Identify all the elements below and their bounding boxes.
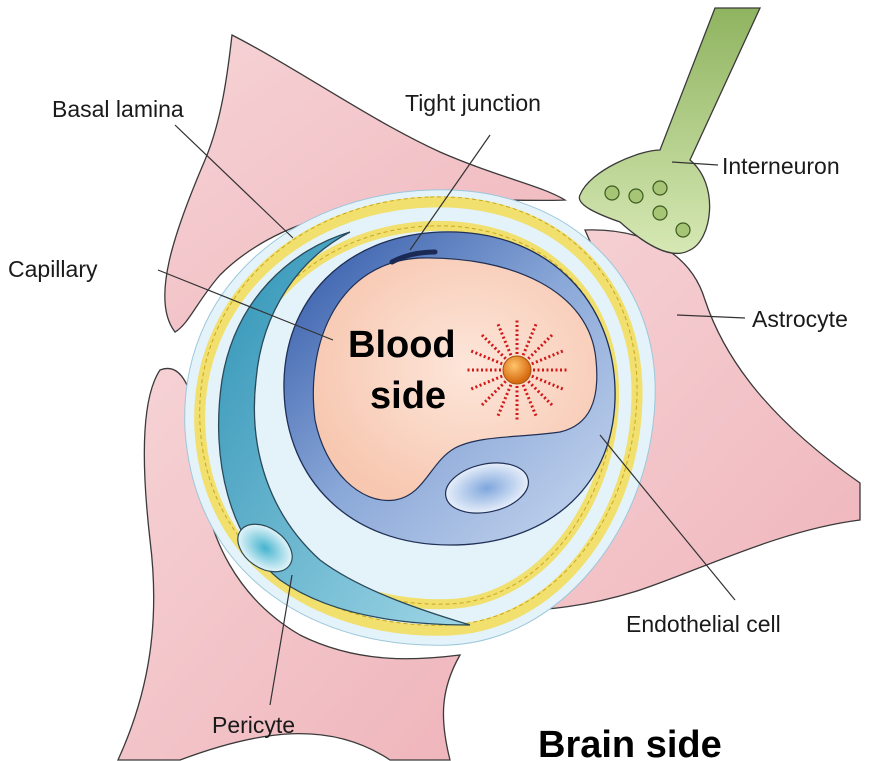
- synaptic-vesicle: [629, 189, 643, 203]
- label-astrocyte: Astrocyte: [752, 306, 848, 332]
- brain-side-label: Brain side: [538, 724, 722, 761]
- interneuron-axon: [579, 8, 760, 253]
- blood-side-label-line2: side: [370, 375, 446, 417]
- particle-core: [503, 356, 531, 384]
- label-basal-lamina: Basal lamina: [52, 96, 184, 122]
- blood-side-label-line1: Blood: [348, 324, 456, 366]
- label-tight-junction: Tight junction: [405, 90, 541, 116]
- synaptic-vesicle: [605, 186, 619, 200]
- synaptic-vesicle: [676, 223, 690, 237]
- label-endothelial-cell: Endothelial cell: [626, 611, 781, 637]
- label-pericyte: Pericyte: [212, 712, 295, 738]
- label-capillary: Capillary: [8, 256, 98, 282]
- blood-particle: [467, 320, 567, 420]
- label-interneuron: Interneuron: [722, 153, 840, 179]
- synaptic-vesicle: [653, 206, 667, 220]
- synaptic-vesicle: [653, 181, 667, 195]
- interneuron-cell: [579, 8, 760, 253]
